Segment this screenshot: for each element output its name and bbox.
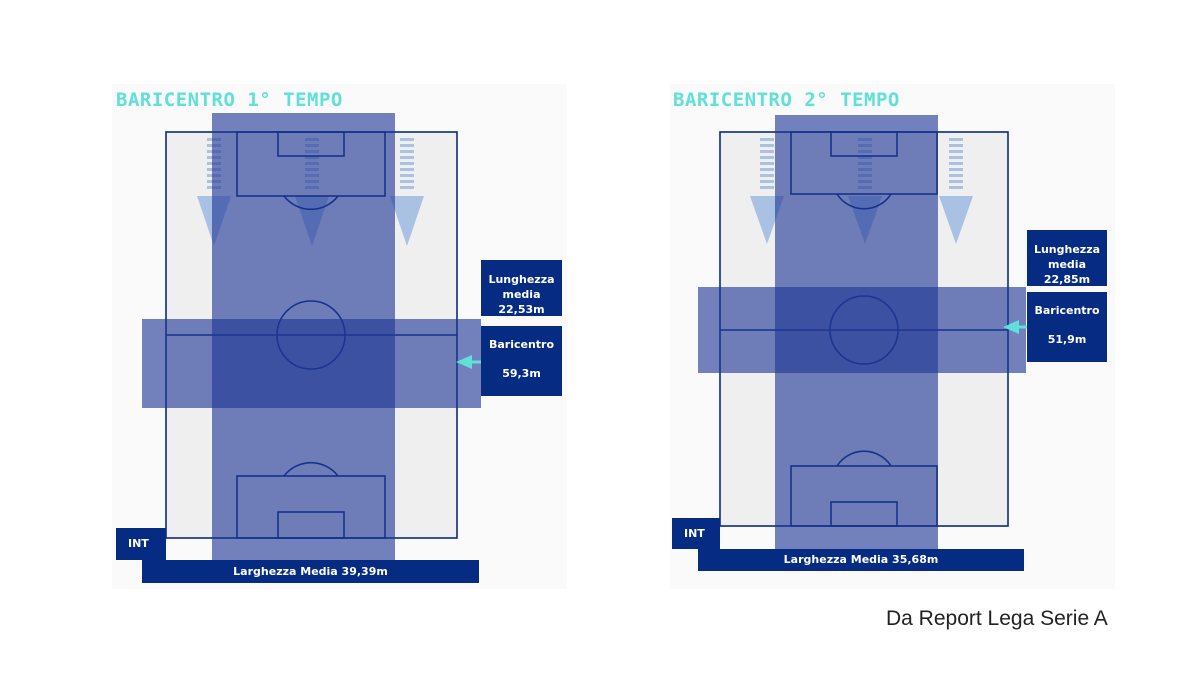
length-stat-value: media 22,85m (1043, 258, 1091, 286)
length-stat-value: media 22,53m (498, 288, 545, 316)
length-stat-label: Lunghezza (1033, 243, 1101, 256)
centroid-stat-label: Baricentro (488, 338, 555, 351)
width-stat-bar: Larghezza Media 35,68m (698, 549, 1024, 571)
centroid-stat-label: Baricentro (1034, 304, 1100, 317)
centroid-stat-box: Baricentro 51,9m (1027, 292, 1107, 362)
length-stat-box: Lunghezza media 22,53m (481, 260, 562, 316)
team-label: INT (672, 518, 720, 549)
arrow-down-icon (390, 138, 424, 246)
panel-title: BARICENTRO 1° TEMPO (116, 89, 343, 111)
team-label: INT (116, 528, 166, 560)
centroid-stat-value: 51,9m (1047, 333, 1087, 346)
centroid-stat-value: 59,3m (502, 367, 541, 380)
centroid-stat-box: Baricentro 59,3m (481, 326, 562, 396)
panel-title: BARICENTRO 2° TEMPO (673, 89, 900, 111)
length-stat-label: Lunghezza (488, 273, 555, 286)
length-band (142, 319, 481, 408)
length-stat-box: Lunghezza media 22,85m (1027, 230, 1107, 286)
pitch-diagram (698, 115, 1087, 552)
source-caption: Da Report Lega Serie A (886, 607, 1108, 630)
width-stat-bar: Larghezza Media 39,39m (142, 560, 479, 583)
length-band (698, 287, 1026, 373)
pitch-diagram (142, 113, 541, 562)
arrow-down-icon (939, 138, 973, 244)
